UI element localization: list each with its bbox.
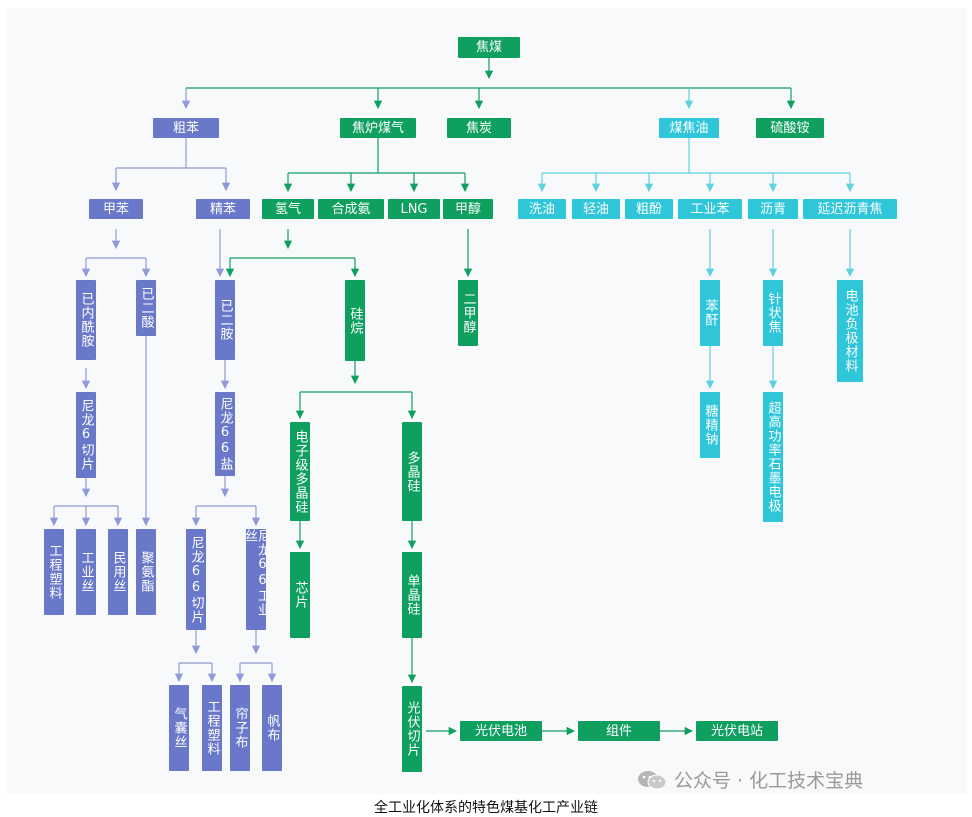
node-anode-material: 电池负极材料 bbox=[837, 280, 863, 382]
node-tire-cord: 帘子布 bbox=[230, 685, 250, 771]
node-synthetic-ammonia: 合成氨 bbox=[318, 199, 384, 219]
node-dimethyl-ether: 二甲醇 bbox=[458, 280, 478, 346]
node-ammonium-sulfate: 硫酸铵 bbox=[756, 118, 824, 138]
node-silane: 硅烷 bbox=[345, 280, 365, 361]
watermark: 公众号 · 化工技术宝典 bbox=[636, 766, 863, 793]
node-polyurethane: 聚氨酯 bbox=[136, 529, 156, 615]
node-coke-oven-gas: 焦炉煤气 bbox=[340, 118, 416, 138]
diagram-canvas: 焦煤 粗苯 焦炉煤气 焦炭 煤焦油 硫酸铵 甲苯 精苯 氢气 合成氨 LNG 甲… bbox=[6, 8, 966, 794]
node-crude-phenol: 粗酚 bbox=[625, 199, 673, 219]
node-caprolactam: 已内酰胺 bbox=[76, 280, 96, 360]
node-pv-station: 光伏电站 bbox=[696, 721, 778, 741]
node-uhp-graphite-electrode: 超高功率石墨电极 bbox=[763, 392, 783, 522]
node-industrial-benzene: 工业苯 bbox=[678, 199, 742, 219]
node-hexanediamine: 已二胺 bbox=[215, 280, 235, 360]
node-pv-module: 组件 bbox=[578, 721, 660, 741]
node-delayed-pitch-coke: 延迟沥青焦 bbox=[803, 199, 897, 219]
node-monocrystalline-silicon: 单晶硅 bbox=[402, 552, 422, 638]
node-canvas-cloth: 帆布 bbox=[262, 685, 282, 771]
figure-caption: 全工业化体系的特色煤基化工产业链 bbox=[374, 800, 598, 816]
node-adipic-acid: 已二酸 bbox=[136, 280, 156, 336]
node-engineering-plastics-2: 工程塑料 bbox=[202, 685, 222, 771]
node-nylon6-chip: 尼龙6切片 bbox=[76, 392, 96, 478]
node-crude-benzene: 粗苯 bbox=[153, 118, 219, 138]
node-engineering-plastics-1: 工程塑料 bbox=[44, 529, 64, 615]
node-nylon66-industrial-yarn: 尼龙66工业丝 bbox=[242, 529, 270, 630]
trunk-connector bbox=[186, 58, 791, 89]
node-hydrogen: 氢气 bbox=[262, 199, 314, 219]
node-pv-cell: 光伏电池 bbox=[460, 721, 542, 741]
node-methanol: 甲醇 bbox=[443, 199, 493, 219]
node-industrial-yarn: 工业丝 bbox=[76, 529, 96, 615]
node-lng: LNG bbox=[388, 199, 440, 219]
node-saccharin-sodium: 糖精钠 bbox=[700, 392, 720, 458]
watermark-text: 公众号 · 化工技术宝典 bbox=[674, 770, 864, 792]
connector-lines bbox=[49, 58, 855, 736]
node-nylon66-chip: 尼龙66切片 bbox=[186, 529, 206, 630]
node-polysilicon: 多晶硅 bbox=[402, 422, 422, 521]
node-wash-oil: 洗油 bbox=[518, 199, 566, 219]
node-phthalic-anhydride: 苯酐 bbox=[700, 280, 720, 346]
node-civil-yarn: 民用丝 bbox=[108, 529, 128, 615]
node-light-oil: 轻油 bbox=[572, 199, 620, 219]
node-airbag-yarn: 气囊丝 bbox=[169, 685, 189, 771]
node-chip: 芯片 bbox=[290, 552, 310, 638]
node-coal-tar: 煤焦油 bbox=[659, 118, 719, 138]
node-pv-wafer: 光伏切片 bbox=[402, 686, 422, 772]
node-coke: 焦炭 bbox=[447, 118, 511, 138]
node-refined-benzene: 精苯 bbox=[196, 199, 250, 219]
node-pitch: 沥青 bbox=[748, 199, 798, 219]
node-needle-coke: 针状焦 bbox=[763, 280, 783, 346]
node-nylon66-salt: 尼龙66盐 bbox=[215, 392, 235, 476]
wechat-icon bbox=[638, 770, 667, 789]
node-electronic-polysilicon: 电子级多晶硅 bbox=[290, 422, 310, 521]
node-coke-coal: 焦煤 bbox=[458, 37, 520, 58]
node-toluene: 甲苯 bbox=[89, 199, 143, 219]
